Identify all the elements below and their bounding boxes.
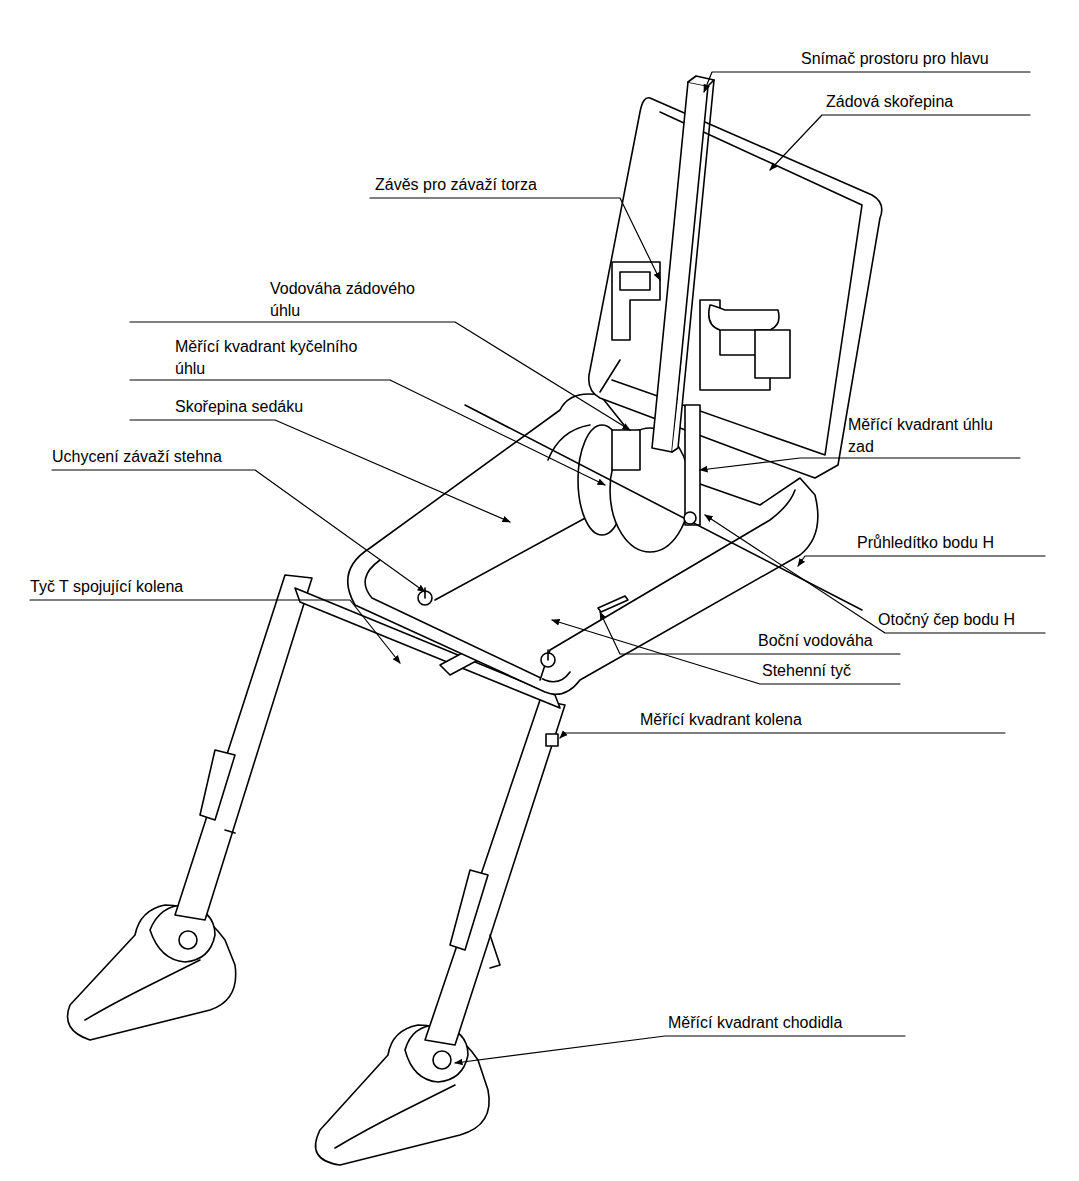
part-label: Tyč T spojující kolena [30,576,250,598]
back-shell [589,98,882,478]
part-label: Závěs pro závaží torza [375,174,615,196]
h-point-sight [684,512,696,524]
part-label: Uchycení závaží stehna [52,446,262,468]
part-label: Otočný čep bodu H [878,609,1058,631]
left-foot [68,905,236,1040]
head-room-probe [652,76,714,452]
part-label: Stehenní tyč [762,660,902,682]
right-foot [316,1025,490,1165]
part-label: Zádová skořepina [826,91,1026,113]
part-label: Měřící kvadrant kyčelního úhlu [175,336,385,380]
part-label: Měřící kvadrant kolena [640,709,900,731]
part-label: Měřící kvadrant úhlu zad [848,414,998,458]
left-leg [175,575,312,920]
part-label: Boční vodováha [758,630,883,652]
leader-lines [30,72,1045,1063]
part-label: Snímač prostoru pro hlavu [801,48,1031,70]
right-leg [425,700,565,1045]
part-label: Skořepina sedáku [175,396,325,418]
part-label: Průhledítko bodu H [857,532,1047,554]
part-label: Měřící kvadrant chodidla [668,1012,908,1034]
torso-weight-hanger [612,262,790,390]
back-angle-quadrant [612,405,700,525]
part-label: Vodováha zádového úhlu [270,278,445,322]
